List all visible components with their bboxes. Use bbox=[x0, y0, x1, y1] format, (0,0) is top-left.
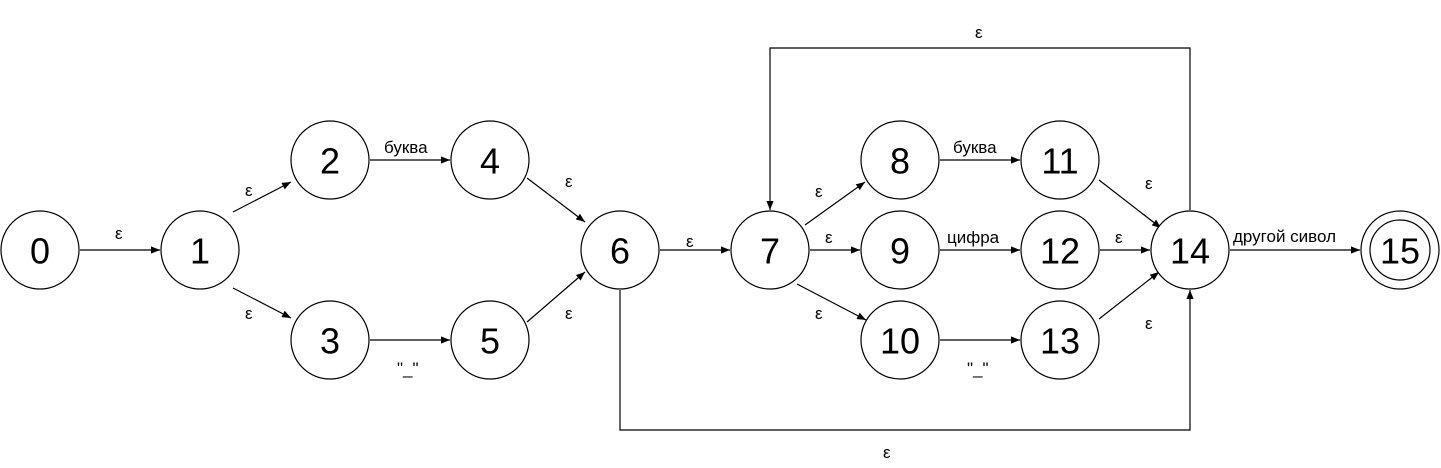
state-label: 4 bbox=[480, 141, 500, 182]
state-label: 1 bbox=[190, 231, 210, 272]
edge-7-8 bbox=[804, 181, 866, 226]
state-label: 11 bbox=[1041, 141, 1078, 182]
edge-label-7-8: ε bbox=[815, 182, 823, 201]
state-7: 7 bbox=[730, 210, 810, 290]
accepting-inner-ring bbox=[1369, 219, 1431, 281]
state-label: 14 bbox=[1170, 231, 1210, 272]
state-9: 9 bbox=[860, 210, 940, 290]
edge-label-14-7: ε bbox=[975, 23, 983, 42]
edge-label-3-5: "_" bbox=[397, 359, 419, 378]
edge-label-12-14: ε bbox=[1115, 228, 1123, 247]
edge-label-2-4: буква bbox=[384, 138, 428, 157]
state-4: 4 bbox=[450, 120, 530, 200]
edge-11-14 bbox=[1098, 179, 1162, 229]
edge-label-0-1: ε bbox=[115, 224, 123, 243]
edge-label-6-7: ε bbox=[686, 232, 694, 251]
state-14: 14 bbox=[1150, 210, 1230, 290]
edge-label-7-10: ε bbox=[815, 304, 823, 323]
state-label: 13 bbox=[1040, 321, 1080, 362]
state-0: 0 bbox=[0, 210, 80, 290]
state-10: 10 bbox=[860, 300, 940, 380]
edge-14-7 bbox=[766, 47, 1191, 210]
edge-label-7-9: ε bbox=[825, 228, 833, 247]
state-label: 0 bbox=[30, 231, 50, 272]
state-15-accepting: 15 bbox=[1360, 210, 1440, 290]
state-label: 15 bbox=[1380, 231, 1420, 272]
edge-5-6 bbox=[526, 271, 586, 323]
edge-label-4-6: ε bbox=[565, 172, 573, 191]
state-label: 3 bbox=[320, 321, 340, 362]
edge-label-11-14: ε bbox=[1145, 174, 1153, 193]
state-label: 2 bbox=[320, 141, 340, 182]
edge-label-13-14: ε bbox=[1145, 314, 1153, 333]
edge-label-1-2: ε bbox=[245, 181, 253, 200]
state-2: 2 bbox=[290, 120, 370, 200]
state-3: 3 bbox=[290, 300, 370, 380]
edge-1-3 bbox=[232, 287, 292, 319]
state-8: 8 bbox=[860, 120, 940, 200]
state-13: 13 bbox=[1020, 300, 1100, 380]
state-6: 6 bbox=[580, 210, 660, 290]
state-label: 6 bbox=[610, 231, 630, 272]
state-label: 10 bbox=[880, 321, 920, 362]
edge-13-14 bbox=[1098, 271, 1160, 320]
edge-label-6-14: ε bbox=[883, 443, 891, 462]
state-5: 5 bbox=[450, 300, 530, 380]
edge-label-8-11: буква bbox=[953, 138, 997, 157]
state-label: 5 bbox=[480, 321, 500, 362]
edge-7-10 bbox=[796, 283, 867, 321]
state-11: 11 bbox=[1020, 120, 1100, 200]
state-label: 9 bbox=[890, 231, 910, 272]
state-1: 1 bbox=[160, 210, 240, 290]
state-label: 8 bbox=[890, 141, 910, 182]
edge-label-9-12: цифра bbox=[947, 228, 1000, 247]
edge-6-14 bbox=[619, 290, 1194, 431]
edge-label-14-15: другой сивол bbox=[1233, 227, 1336, 246]
edge-label-5-6: ε bbox=[565, 304, 573, 323]
edge-4-6 bbox=[526, 177, 586, 223]
state-label: 12 bbox=[1040, 231, 1080, 272]
state-label: 7 bbox=[760, 231, 780, 272]
state-12: 12 bbox=[1020, 210, 1100, 290]
edge-label-10-13: "_" bbox=[967, 359, 989, 378]
edge-label-1-3: ε bbox=[245, 304, 253, 323]
edge-1-2 bbox=[232, 181, 292, 213]
